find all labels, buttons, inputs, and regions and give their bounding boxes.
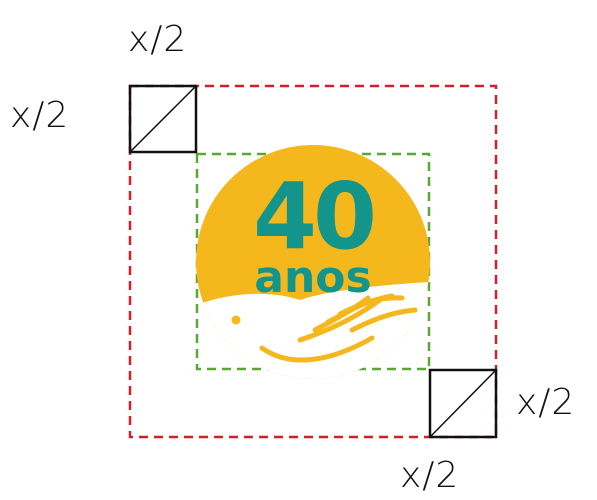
unit-square-top-left (128, 84, 198, 154)
logo-bird-eye-icon (231, 315, 241, 325)
anniversary-logo: 40 anos (196, 145, 430, 379)
dimension-label-top: x/2 (128, 19, 188, 60)
logo-hand-lines-icon (259, 293, 418, 363)
unit-square-bottom-right (428, 368, 498, 439)
logo-word: anos (254, 252, 371, 303)
outer-clearspace-boundary (128, 84, 498, 439)
dimension-label-bottom: x/2 (400, 455, 460, 496)
dimension-label-left: x/2 (10, 95, 70, 136)
dimension-label-right: x/2 (516, 382, 576, 423)
logo-number: 40 (253, 163, 373, 270)
